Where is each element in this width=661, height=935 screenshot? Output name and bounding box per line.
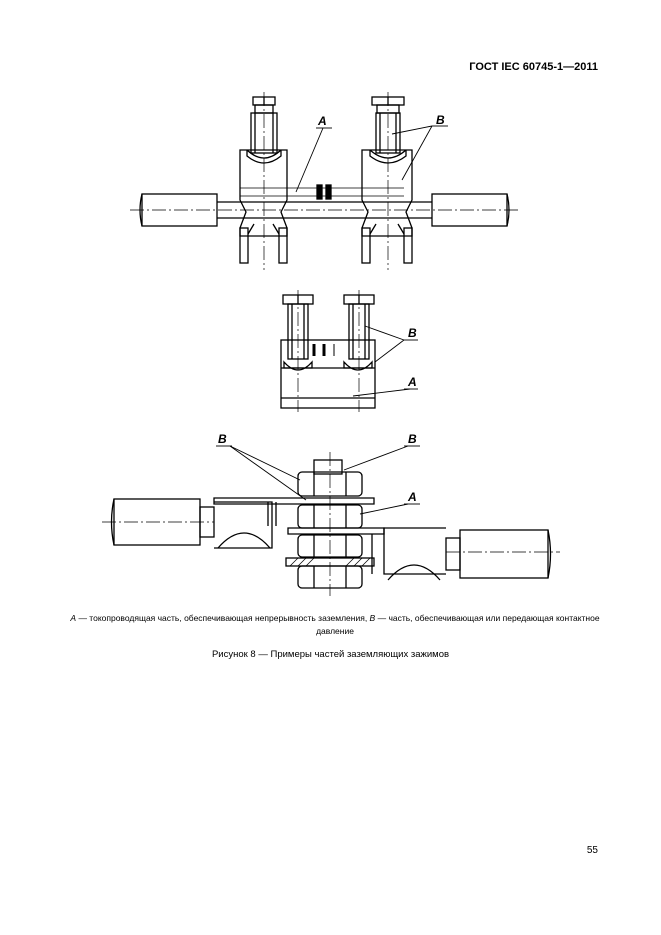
drawing-2-block-clamp: B A: [280, 290, 418, 412]
label-a-drawing-2: A: [407, 375, 417, 389]
legend-text-b: — часть, обеспечивающая или передающая к…: [316, 613, 600, 636]
legend-key-b: B: [369, 613, 376, 623]
label-a-drawing-1: A: [317, 114, 327, 128]
document-header: ГОСТ IEC 60745-1—2011: [469, 61, 598, 73]
page-number: 55: [586, 845, 598, 856]
lower-plate: [287, 527, 385, 535]
label-b-drawing-3-left: B: [218, 432, 227, 446]
label-b-drawing-3-right: B: [408, 432, 417, 446]
label-a-drawing-3: A: [407, 490, 417, 504]
legend-key-a: A: [70, 613, 77, 623]
drawing-1-two-clamps: A B: [130, 92, 520, 270]
label-b-drawing-1: B: [436, 113, 445, 127]
figure-caption: Рисунок 8 — Примеры частей заземляющих з…: [211, 649, 450, 660]
upper-plate: [213, 497, 375, 505]
label-b-drawing-2: B: [408, 326, 417, 340]
legend-text-a: — токопроводящая часть, обеспечивающая н…: [76, 613, 370, 623]
figure-legend: A — токопроводящая часть, обеспечивающая…: [70, 612, 600, 638]
drawing-3-bolted-terminal: B B A: [102, 432, 560, 596]
clamp-block-2: [280, 339, 376, 409]
conductor-3-right: [459, 529, 549, 579]
